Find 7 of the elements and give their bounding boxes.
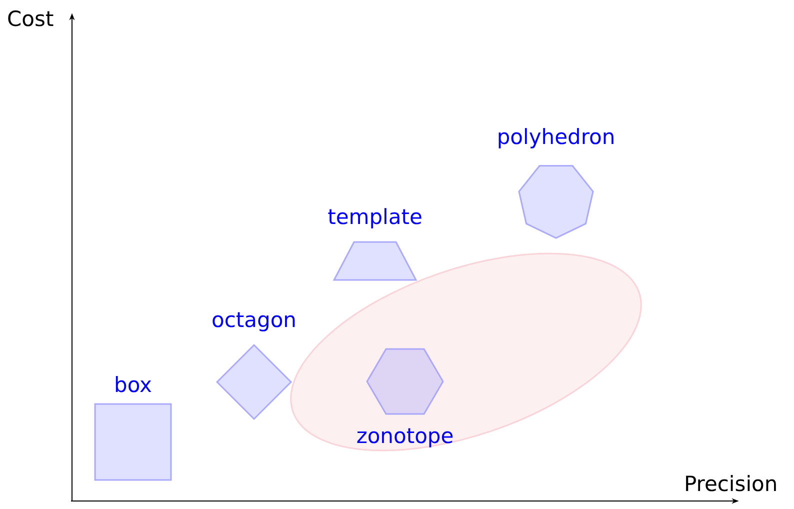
shape-label: zonotope	[356, 423, 454, 449]
axis-label: Cost	[7, 6, 54, 32]
shape-label: polyhedron	[496, 124, 616, 150]
axis-label: Precision	[684, 471, 778, 497]
shape-label: template	[328, 204, 422, 230]
shape-label: octagon	[212, 307, 296, 333]
shape-label: box	[114, 372, 152, 398]
